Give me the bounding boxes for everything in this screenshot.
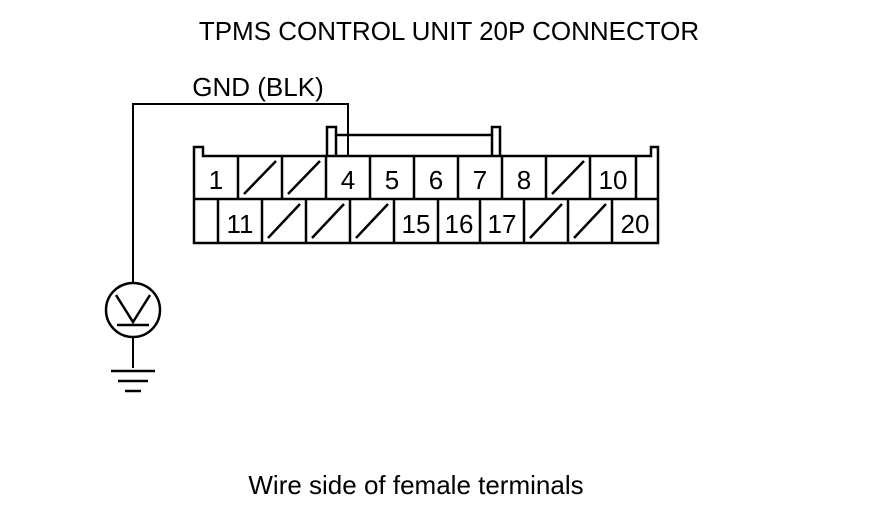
pin-label-20: 20 — [621, 209, 650, 239]
pin-label-5: 5 — [385, 165, 399, 195]
diagram-caption: Wire side of female terminals — [248, 470, 583, 500]
wire-label: GND (BLK) — [192, 72, 323, 102]
unused-terminal-slash — [243, 160, 277, 195]
unused-terminal-slash — [573, 203, 607, 239]
unused-terminal-slash — [529, 203, 563, 239]
pin-label-1: 1 — [209, 165, 223, 195]
ground-icon — [111, 369, 155, 393]
probe-wire — [132, 103, 349, 368]
pin-label-6: 6 — [429, 165, 443, 195]
unused-terminal-slash — [551, 160, 585, 195]
diagram-title: TPMS CONTROL UNIT 20P CONNECTOR — [199, 16, 699, 46]
pin-label-17: 17 — [488, 209, 517, 239]
unused-terminal-slash — [267, 203, 301, 239]
pin-label-10: 10 — [599, 165, 628, 195]
unused-terminal-slash — [287, 160, 321, 195]
unused-terminal-slash — [311, 203, 345, 239]
pin-label-11: 11 — [227, 209, 254, 239]
pin-label-7: 7 — [473, 165, 487, 195]
pin-label-8: 8 — [517, 165, 531, 195]
connector-housing — [192, 125, 660, 245]
voltmeter-icon — [104, 281, 162, 339]
pin-label-4: 4 — [341, 165, 355, 195]
pin-label-15: 15 — [402, 209, 431, 239]
pin-label-16: 16 — [445, 209, 474, 239]
unused-terminal-slash — [355, 203, 389, 239]
